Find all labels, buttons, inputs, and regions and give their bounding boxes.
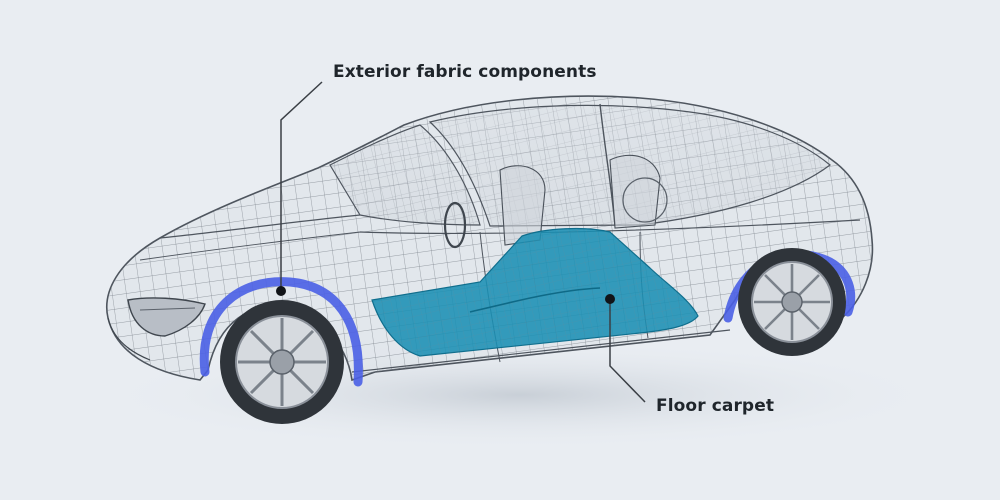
front-seat [499, 165, 546, 246]
callout-label-floor-carpet: Floor carpet [656, 396, 775, 416]
callout-dot-floor [605, 294, 615, 304]
steering-wheel [443, 201, 467, 249]
headlight [127, 297, 206, 337]
rear-seat [609, 154, 661, 229]
callout-label-exterior-fabric: Exterior fabric components [333, 62, 597, 82]
callout-leader-floor [605, 294, 646, 403]
rear-wheel [738, 248, 846, 356]
front-wheel [220, 300, 344, 424]
front-wheel-arch-liner [199, 277, 363, 387]
floor-carpet [371, 227, 699, 357]
callout-dot-exterior [276, 286, 286, 296]
callout-leader-exterior [276, 81, 323, 296]
